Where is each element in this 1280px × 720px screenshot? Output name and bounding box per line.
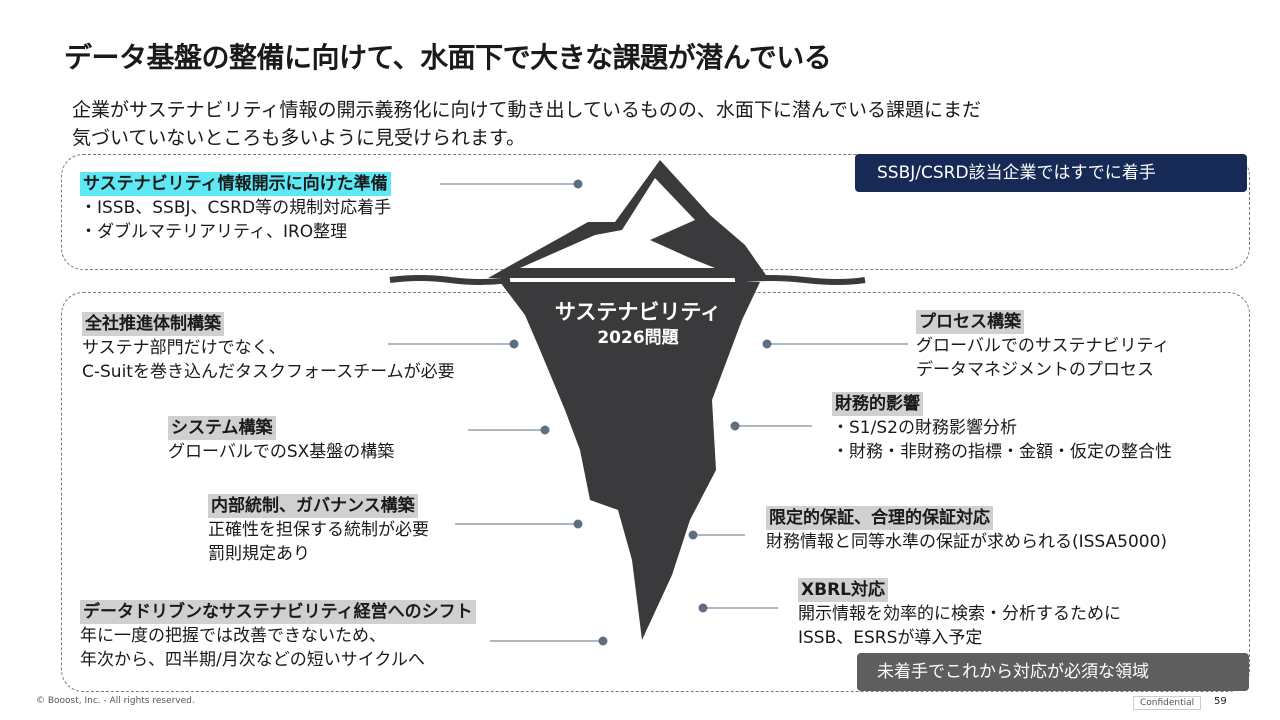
- page-title: データ基盤の整備に向けて、水面下で大きな課題が潜んでいる: [64, 41, 832, 74]
- water-line: [389, 275, 866, 285]
- iceberg-body: [500, 282, 760, 640]
- item-line: 年に一度の把握では改善できないため、: [80, 626, 386, 646]
- item-heading: プロセス構築: [916, 310, 1024, 334]
- item-line: 年次から、四半期/月次などの短いサイクルへ: [80, 650, 425, 670]
- left-item-system: システム構築 グローバルでのSX基盤の構築: [168, 416, 394, 464]
- subtitle-line-1: 企業がサステナビリティ情報の開示義務化に向けて動き出しているものの、水面下に潜ん…: [72, 99, 981, 121]
- iceberg-snow: [520, 178, 715, 268]
- above-water-item: サステナビリティ情報開示に向けた準備 ・ISSB、SSBJ、CSRD等の規制対応…: [80, 172, 391, 244]
- item-line: C-Suitを巻き込んだタスクフォースチームが必要: [82, 362, 455, 382]
- item-line: 財務情報と同等水準の保証が求められる(ISSA5000): [766, 532, 1168, 552]
- copyright: © Booost, Inc. - All rights reserved.: [36, 696, 195, 706]
- item-heading: 全社推進体制構築: [82, 312, 224, 336]
- item-heading: サステナビリティ情報開示に向けた準備: [80, 172, 391, 196]
- item-line: サステナ部門だけでなく、: [82, 338, 286, 358]
- item-line: グローバルでのサステナビリティ: [916, 336, 1170, 356]
- item-line: ・ダブルマテリアリティ、IRO整理: [80, 222, 348, 242]
- iceberg-tip: [488, 160, 768, 278]
- item-heading: 限定的保証、合理的保証対応: [766, 506, 993, 530]
- item-line: 開示情報を効率的に検索・分析するために: [798, 604, 1121, 624]
- iceberg-label-sub: 2026問題: [597, 328, 679, 348]
- item-line: 罰則規定あり: [208, 544, 310, 564]
- left-item-governance: 内部統制、ガバナンス構築 正確性を担保する統制が必要 罰則規定あり: [208, 494, 429, 566]
- item-heading: 内部統制、ガバナンス構築: [208, 494, 418, 518]
- item-heading: データドリブンなサステナビリティ経営へのシフト: [80, 600, 476, 624]
- right-item-process: プロセス構築 グローバルでのサステナビリティ データマネジメントのプロセス: [916, 310, 1169, 382]
- iceberg-label: サステナビリティ 2026問題: [532, 298, 744, 350]
- already-started-badge: SSBJ/CSRD該当企業ではすでに着手: [855, 154, 1247, 192]
- page-number: 59: [1214, 696, 1227, 707]
- item-line: データマネジメントのプロセス: [916, 360, 1154, 380]
- item-line: グローバルでのSX基盤の構築: [168, 442, 395, 462]
- item-heading: 財務的影響: [832, 392, 923, 416]
- item-line: ISSB、ESRSが導入予定: [798, 628, 983, 648]
- subtitle-line-2: 気づいていないところも多いように見受けられます。: [72, 127, 526, 149]
- item-line: ・財務・非財務の指標・金額・仮定の整合性: [832, 442, 1172, 462]
- iceberg-label-main: サステナビリティ: [554, 300, 722, 324]
- item-line: ・S1/S2の財務影響分析: [832, 418, 1017, 438]
- item-heading: システム構築: [168, 416, 276, 440]
- left-item-datadriven: データドリブンなサステナビリティ経営へのシフト 年に一度の把握では改善できないた…: [80, 600, 476, 672]
- right-item-financial: 財務的影響 ・S1/S2の財務影響分析 ・財務・非財務の指標・金額・仮定の整合性: [832, 392, 1172, 464]
- right-item-xbrl: XBRL対応 開示情報を効率的に検索・分析するために ISSB、ESRSが導入予…: [798, 578, 1121, 650]
- item-line: ・ISSB、SSBJ、CSRD等の規制対応着手: [80, 198, 392, 218]
- not-started-badge: 未着手でこれから対応が必須な領域: [857, 653, 1249, 691]
- left-item-taskforce: 全社推進体制構築 サステナ部門だけでなく、 C-Suitを巻き込んだタスクフォー…: [82, 312, 455, 384]
- confidential-label: Confidential: [1133, 696, 1202, 710]
- item-heading: XBRL対応: [798, 578, 888, 602]
- item-line: 正確性を担保する統制が必要: [208, 520, 429, 540]
- page-subtitle: 企業がサステナビリティ情報の開示義務化に向けて動き出しているものの、水面下に潜ん…: [72, 96, 981, 152]
- right-item-assurance: 限定的保証、合理的保証対応 財務情報と同等水準の保証が求められる(ISSA500…: [766, 506, 1167, 554]
- connectors: [388, 179, 908, 646]
